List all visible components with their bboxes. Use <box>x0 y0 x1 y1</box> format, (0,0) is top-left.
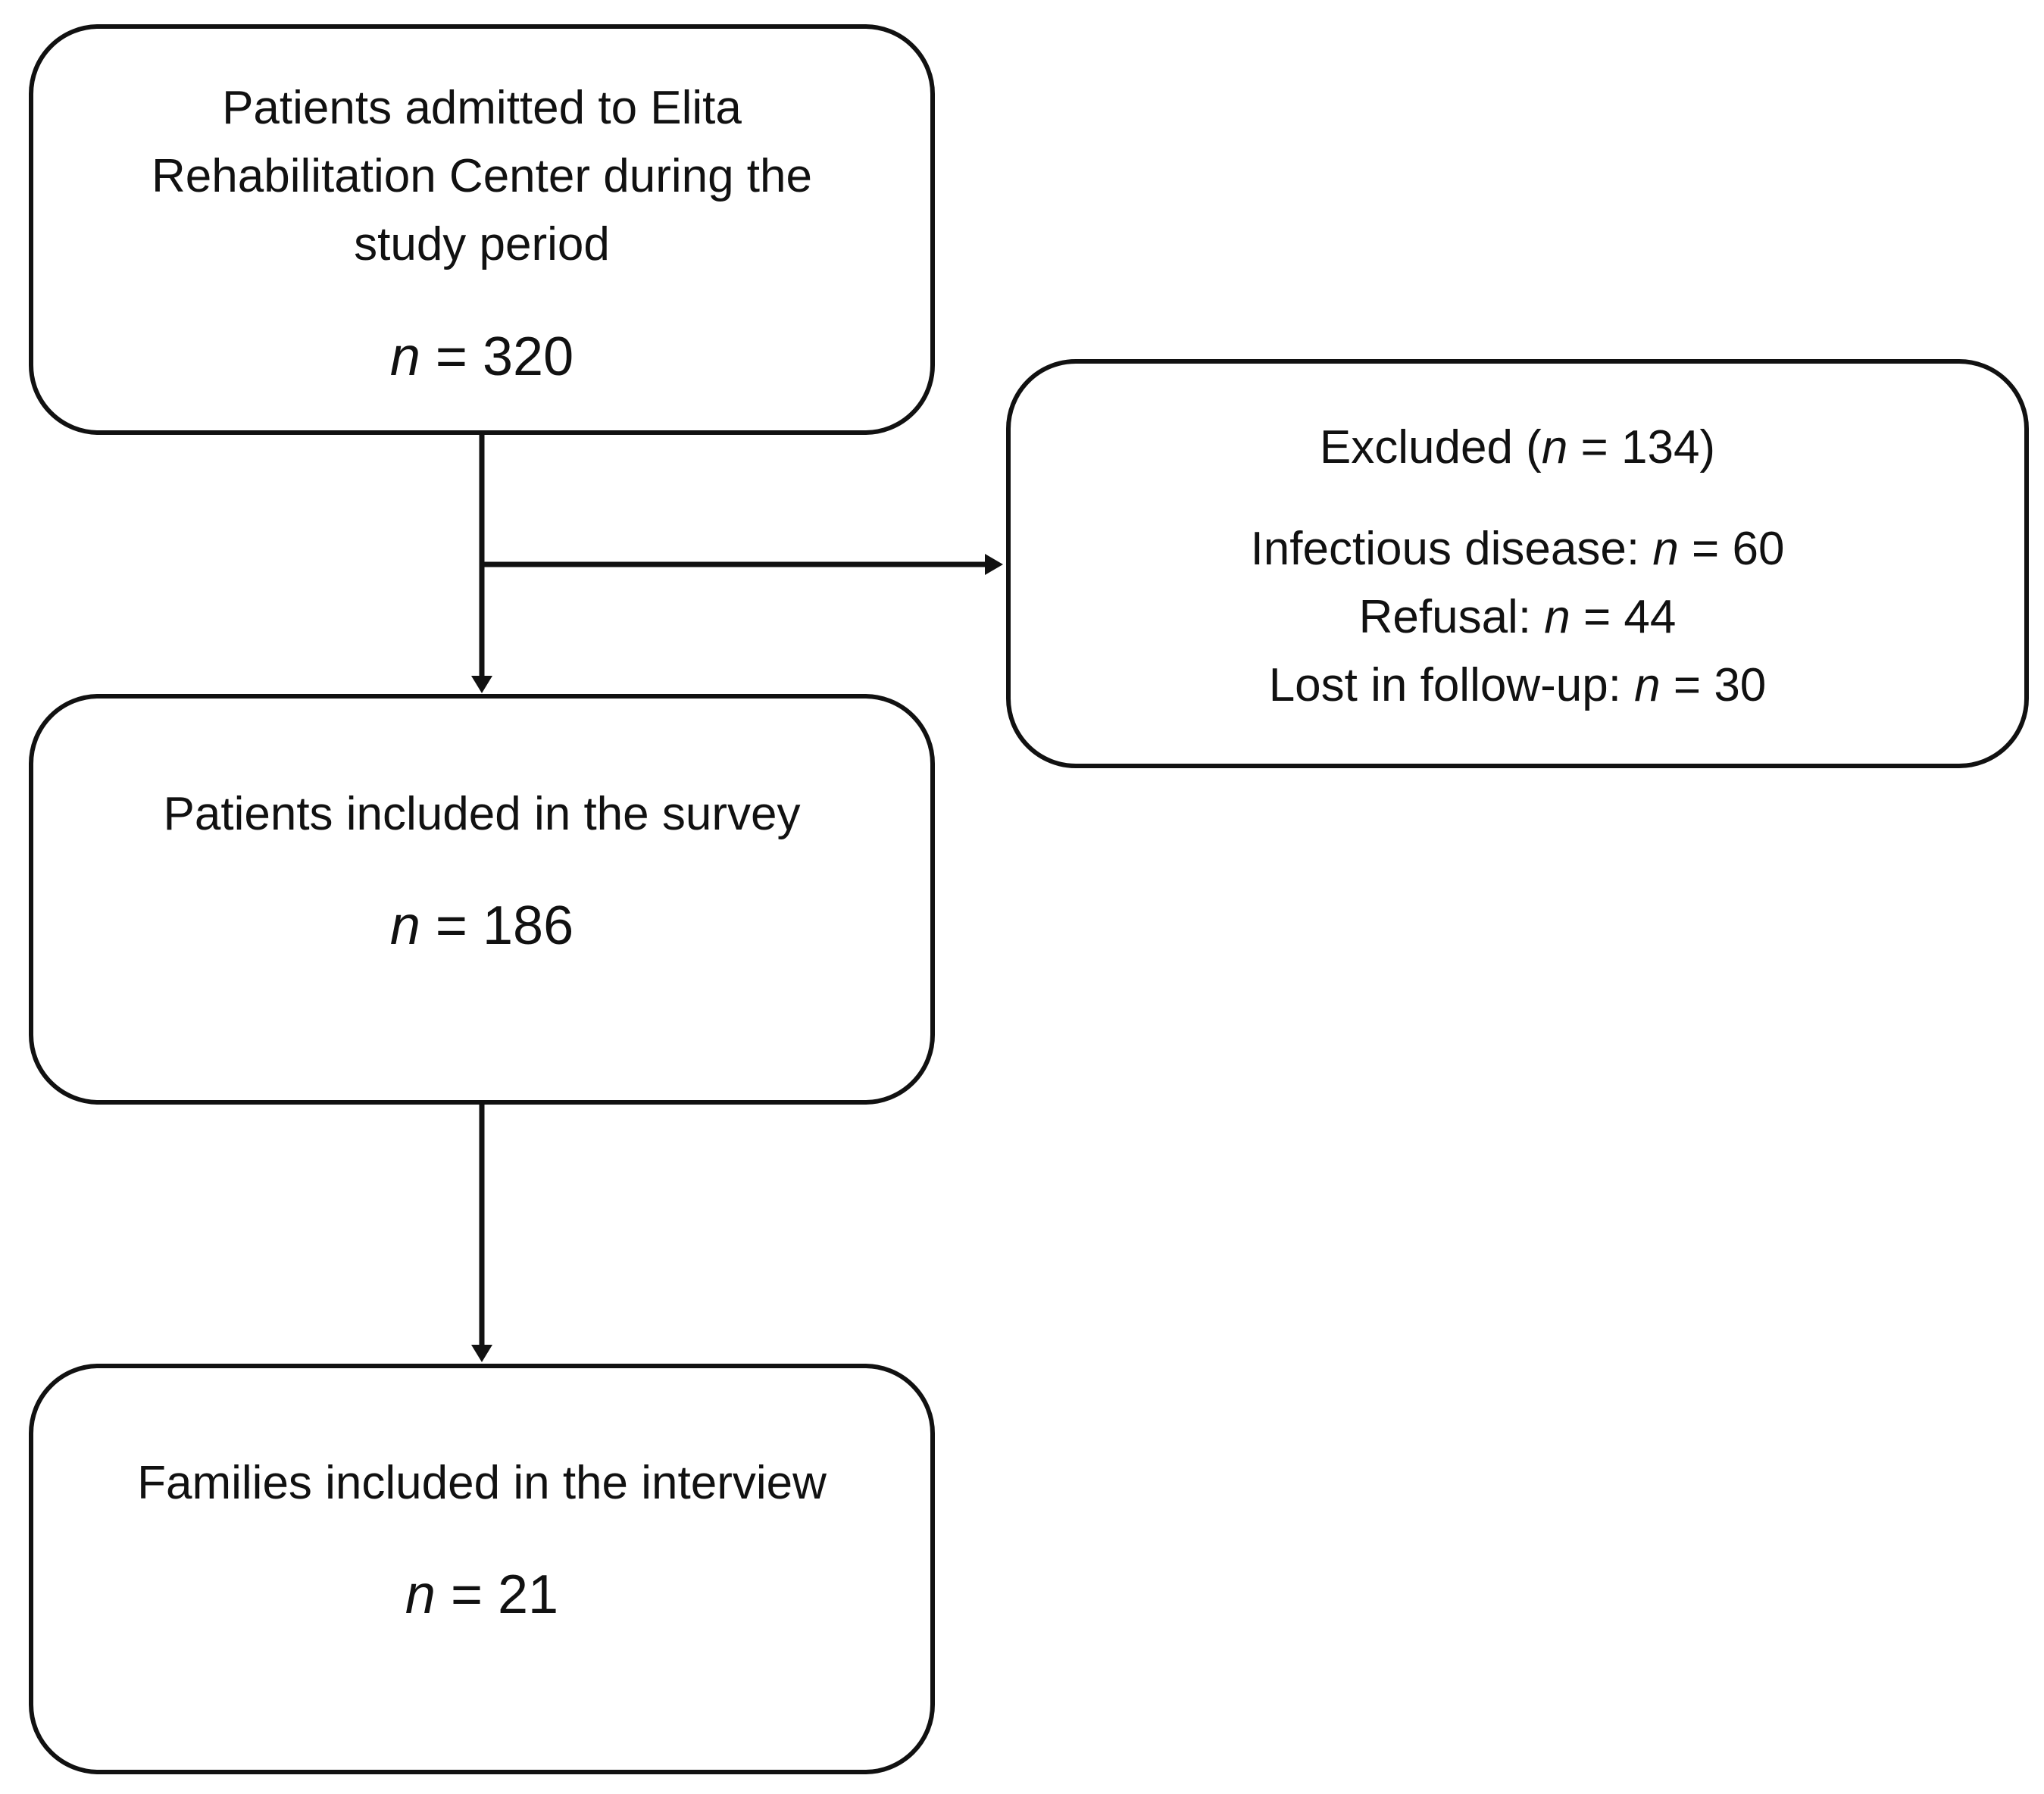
interview-n-symbol: n <box>405 1564 436 1625</box>
excluded-reason-lost: Lost in follow-up: n = 30 <box>1011 652 2024 720</box>
arrowhead-survey <box>471 676 492 693</box>
survey-patients-box: Patients included in the survey n = 186 <box>29 694 935 1105</box>
interview-count: n = 21 <box>33 1561 930 1629</box>
admitted-count-value: = 320 <box>420 327 574 387</box>
survey-title: Patients included in the survey <box>163 788 801 840</box>
admitted-n-symbol: n <box>389 327 420 387</box>
admitted-title-line-1: Patients admitted to Elita <box>222 82 742 134</box>
excluded-heading: Excluded (n = 134) <box>1011 414 2024 482</box>
interview-families-box: Families included in the interview n = 2… <box>29 1364 935 1774</box>
arrowhead-excluded <box>985 554 1003 575</box>
reason-infectious-value: = 60 <box>1678 523 1785 575</box>
reason-refusal-label: Refusal: <box>1358 591 1545 643</box>
admitted-patients-box: Patients admitted to Elita Rehabilitatio… <box>29 24 935 435</box>
reason-infectious-n: n <box>1652 523 1679 575</box>
survey-n-symbol: n <box>389 895 420 956</box>
excluded-reason-refusal: Refusal: n = 44 <box>1011 583 2024 652</box>
reason-refusal-n: n <box>1544 591 1571 643</box>
excluded-reason-infectious: Infectious disease: n = 60 <box>1011 515 2024 583</box>
reason-refusal-value: = 44 <box>1570 591 1677 643</box>
admitted-title-line-3: study period <box>354 218 610 270</box>
reason-infectious-label: Infectious disease: <box>1250 523 1653 575</box>
reason-lost-value: = 30 <box>1660 659 1767 711</box>
reason-lost-n: n <box>1634 659 1661 711</box>
interview-count-value: = 21 <box>435 1564 559 1625</box>
arrowhead-interview <box>471 1345 492 1362</box>
excluded-heading-prefix: Excluded ( <box>1319 421 1542 474</box>
excluded-n-symbol: n <box>1541 421 1568 474</box>
interview-title: Families included in the interview <box>137 1457 827 1509</box>
survey-count: n = 186 <box>33 892 930 960</box>
excluded-box: Excluded (n = 134) Infectious disease: n… <box>1006 359 2029 768</box>
excluded-heading-suffix: = 134) <box>1567 421 1716 474</box>
reason-lost-label: Lost in follow-up: <box>1268 659 1635 711</box>
admitted-count: n = 320 <box>33 323 930 391</box>
survey-count-value: = 186 <box>420 895 574 956</box>
admitted-title-line-2: Rehabilitation Center during the <box>152 150 812 202</box>
